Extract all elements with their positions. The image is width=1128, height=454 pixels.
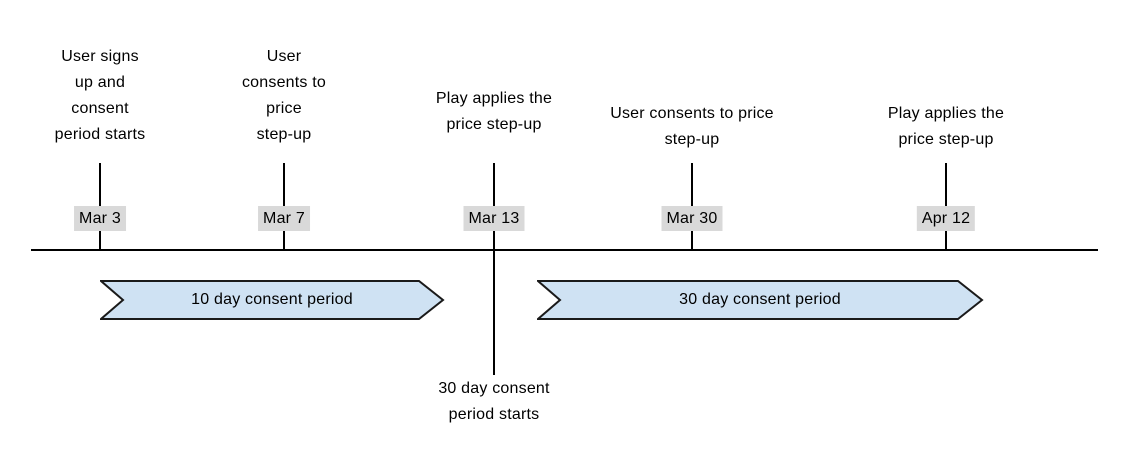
annotation-30-day-period-starts: 30 day consent period starts (438, 380, 550, 423)
event-label-user-consents-1: User consents to price step-up (241, 48, 327, 143)
date-badge-mar3: Mar 3 (74, 206, 126, 231)
date-badge-mar13: Mar 13 (463, 206, 525, 231)
period-label-10-day: 10 day consent period (191, 291, 353, 308)
period-arrow-30-day (537, 280, 984, 320)
date-badge-mar30: Mar 30 (661, 206, 723, 231)
period-arrow-10-day (100, 280, 445, 320)
date-badge-mar7: Mar 7 (258, 206, 310, 231)
annotation-connector-line (493, 250, 495, 375)
event-label-user-signs-up: User signs up and consent period starts (54, 48, 146, 143)
event-label-play-applies-1: Play applies the price step-up (435, 90, 553, 133)
date-badge-apr12: Apr 12 (916, 206, 976, 231)
period-arrow-shape-10-day (100, 280, 445, 320)
event-label-user-consents-2: User consents to price step-up (610, 105, 774, 148)
timeline-axis (31, 249, 1098, 251)
event-label-play-applies-2: Play applies the price step-up (887, 105, 1005, 148)
period-arrow-shape-30-day (537, 280, 984, 320)
period-label-30-day: 30 day consent period (679, 291, 841, 308)
